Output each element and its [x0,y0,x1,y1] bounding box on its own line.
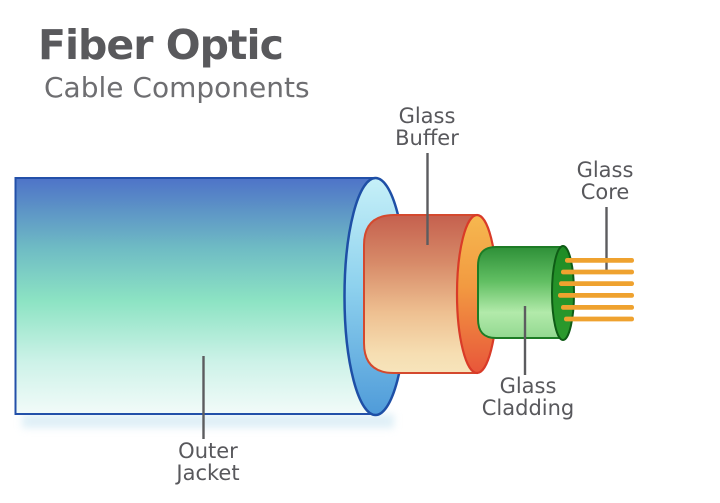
glass-core-fibers [558,258,634,322]
fiber-strand [564,316,634,322]
glass-core-label: Glass Core [577,159,634,203]
fiber-strand [561,269,634,275]
glass-buffer-label-line1: Glass [398,104,456,128]
page-title: Fiber Optic [38,21,284,69]
glass-buffer-label: Glass Buffer [395,105,459,149]
fiber-strand [561,305,634,310]
glass-cladding-body [477,246,564,339]
cable-shadow [22,414,394,428]
glass-core-label-line1: Glass [576,158,634,182]
fiber-strand [559,281,634,286]
outer-jacket-label-line2: Jacket [176,461,240,485]
outer-jacket-body [14,177,377,415]
page-subtitle: Cable Components [44,71,310,104]
glass-buffer-label-line2: Buffer [395,126,459,150]
glass-cladding-label-line1: Glass [499,374,557,398]
glass-buffer-body [363,214,478,374]
outer-jacket-label-line1: Outer [178,439,238,463]
glass-cladding-label-line2: Cladding [481,396,575,420]
fiber-strand [558,293,634,298]
glass-core-label-line2: Core [580,180,630,204]
fiber-strand [565,258,634,263]
glass-cladding-label: Glass Cladding [482,375,575,419]
outer-jacket-label: Outer Jacket [176,440,239,484]
